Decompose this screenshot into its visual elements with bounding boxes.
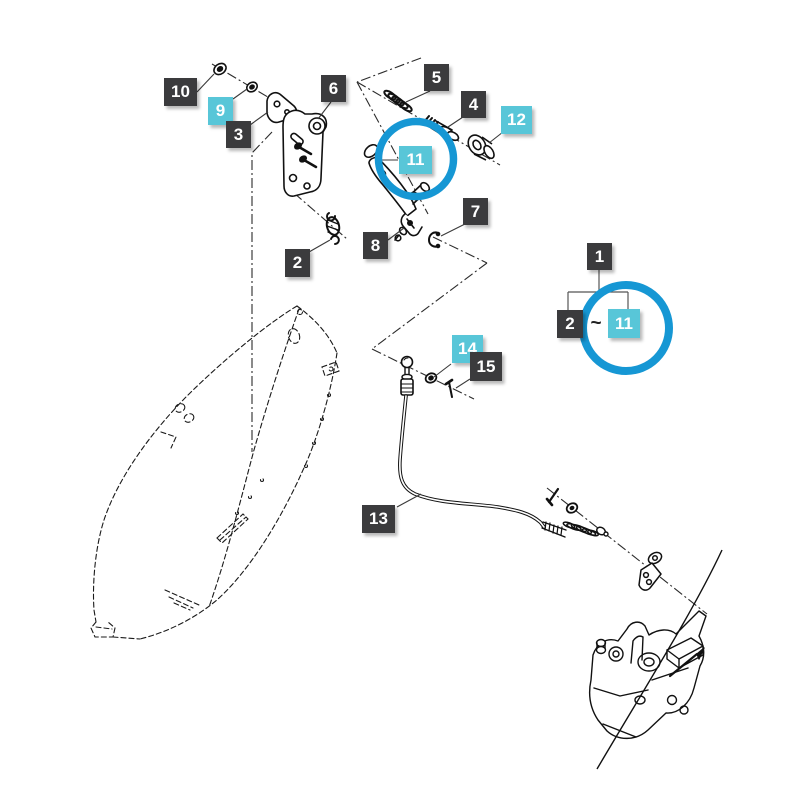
pin-and-nut — [545, 487, 579, 514]
spring-part2 — [325, 212, 341, 245]
spring-part5 — [383, 89, 413, 113]
label-part-1[interactable]: 1 — [587, 243, 612, 270]
context-circle-arc — [596, 549, 723, 770]
snap-ring-part7 — [427, 231, 441, 249]
label-part-2[interactable]: 2 — [285, 249, 310, 277]
label-part-13[interactable]: 13 — [362, 505, 395, 533]
legend-range-separator: ~ — [590, 313, 602, 334]
label-part-7[interactable]: 7 — [463, 198, 488, 225]
label-part-6[interactable]: 6 — [321, 75, 346, 102]
clevis-part8 — [394, 213, 423, 242]
gearbox-part — [589, 610, 707, 740]
label-part-8[interactable]: 8 — [363, 232, 388, 259]
highlight-circle-part11 — [374, 117, 458, 201]
label-part-11[interactable]: 11 — [399, 146, 432, 174]
label-part-3[interactable]: 3 — [226, 121, 251, 148]
label-legend-2[interactable]: 2 — [557, 310, 583, 338]
label-part-12[interactable]: 12 — [501, 106, 532, 134]
gearbox-lever — [638, 551, 663, 591]
label-part-5[interactable]: 5 — [424, 64, 449, 91]
label-part-9[interactable]: 9 — [208, 97, 233, 125]
cable-part13 — [398, 355, 609, 538]
highlight-circle-legend11 — [579, 281, 673, 375]
label-legend-11[interactable]: 11 — [608, 309, 640, 338]
cap-part12 — [467, 134, 495, 161]
label-part-4[interactable]: 4 — [461, 91, 486, 118]
legend-lines — [567, 270, 629, 310]
nut-part14 — [424, 372, 438, 384]
cotter-pin-part15 — [444, 378, 454, 398]
label-part-10[interactable]: 10 — [164, 78, 197, 106]
fender-outline — [90, 305, 340, 640]
label-part-15[interactable]: 15 — [470, 352, 502, 381]
bracket-assembly — [213, 62, 328, 197]
